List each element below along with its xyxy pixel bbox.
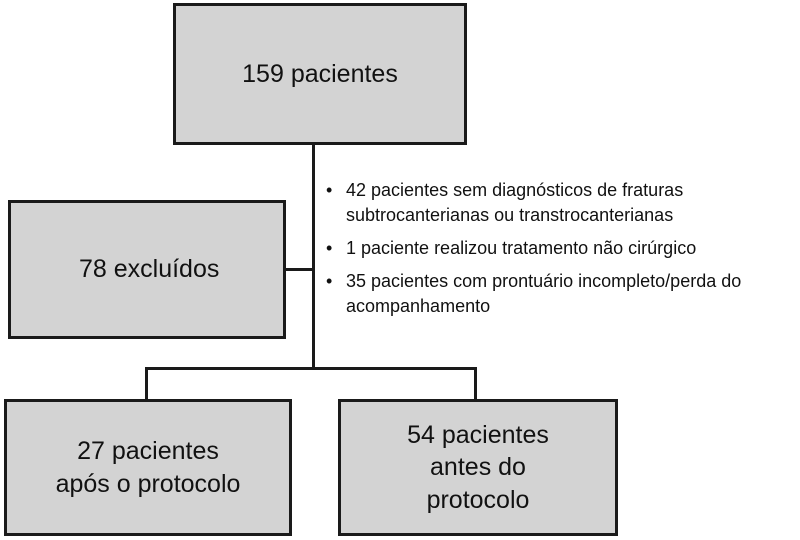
before-protocol-box: 54 pacientes antes do protocolo	[338, 399, 618, 536]
exclusion-reason-item: 35 pacientes com prontuário incompleto/p…	[324, 269, 794, 319]
connector-main-vertical	[312, 145, 315, 370]
excluded-patients-box: 78 excluídos	[8, 200, 286, 339]
exclusion-reason-item: 1 paciente realizou tratamento não cirúr…	[324, 236, 794, 261]
after-protocol-label: 27 pacientes após o protocolo	[55, 437, 241, 498]
exclusion-reasons-list: 42 pacientes sem diagnósticos de fratura…	[324, 178, 794, 327]
after-protocol-box: 27 pacientes após o protocolo	[4, 399, 292, 536]
before-protocol-label: 54 pacientes antes do protocolo	[407, 420, 549, 514]
total-patients-label: 159 pacientes	[242, 59, 398, 88]
excluded-patients-label: 78 excluídos	[79, 255, 220, 284]
exclusion-reason-item: 42 pacientes sem diagnósticos de fratura…	[324, 178, 794, 228]
connector-to-after-box	[145, 367, 148, 399]
total-patients-box: 159 pacientes	[173, 3, 467, 145]
connector-excluded-branch	[286, 268, 315, 271]
connector-to-before-box	[474, 367, 477, 399]
connector-split-horizontal	[145, 367, 477, 370]
